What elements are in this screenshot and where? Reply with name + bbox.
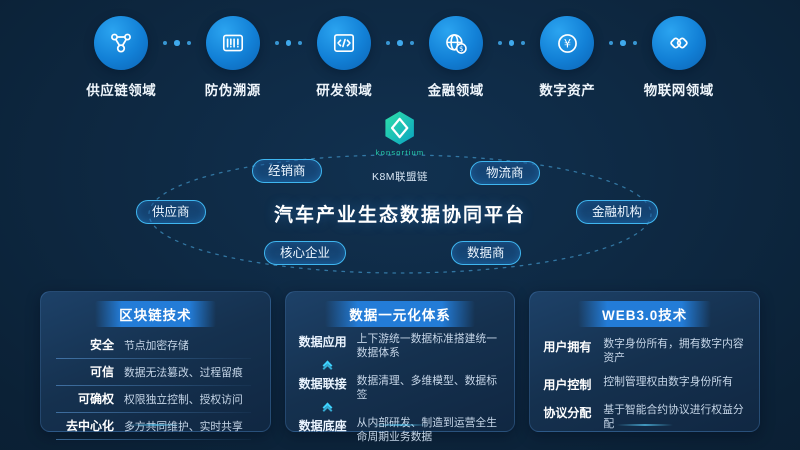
panel-data-unification: 数据一元化体系 数据应用 上下游统一数据标准搭建统一数据体系 数据联接 数据清理… bbox=[284, 291, 516, 443]
barcode-icon bbox=[205, 16, 260, 70]
konsortium-logo-mark bbox=[385, 111, 415, 145]
domain-item-finance: $ 金融领域 bbox=[410, 16, 502, 99]
layer-row: 数据底座 从内部研发、制造到运营全生命周期业务数据 bbox=[299, 416, 502, 444]
dotted-connector bbox=[497, 16, 526, 70]
code-icon bbox=[317, 16, 372, 70]
participant-pill-dealer: 经销商 bbox=[252, 159, 322, 183]
panel-body: 用户拥有 数字身份所有，拥有数字内容资产 用户控制 控制管理权由数字身份所有 协… bbox=[530, 327, 759, 436]
up-arrow-icon bbox=[299, 402, 357, 416]
feature-desc: 权限独立控制、授权访问 bbox=[124, 394, 243, 407]
feature-row: 可信 数据无法篡改、过程留痕 bbox=[54, 359, 257, 387]
chain-link-icon bbox=[651, 16, 706, 70]
layer-row: 数据应用 上下游统一数据标准搭建统一数据体系 bbox=[299, 332, 502, 360]
feature-desc: 基于智能合约协议进行权益分配 bbox=[603, 404, 744, 431]
feature-desc: 数字身份所有，拥有数字内容资产 bbox=[603, 338, 744, 365]
domain-item-digital-asset: ¥ 数字资产 bbox=[521, 16, 613, 99]
domain-item-supply-chain: 供应链领域 bbox=[75, 16, 167, 99]
yen-coin-icon: ¥ bbox=[540, 16, 595, 70]
panel-accent-line bbox=[616, 424, 673, 426]
panel-web3: WEB3.0技术 用户拥有 数字身份所有，拥有数字内容资产 用户控制 控制管理权… bbox=[529, 291, 760, 432]
feature-label: 可确权 bbox=[77, 392, 114, 407]
layer-row: 数据联接 数据清理、多维模型、数据标签 bbox=[299, 374, 502, 402]
panel-header: 数据一元化体系 bbox=[286, 301, 515, 327]
dotted-connector bbox=[609, 16, 637, 70]
participant-pill-data-provider: 数据商 bbox=[451, 241, 521, 265]
svg-text:¥: ¥ bbox=[564, 37, 571, 50]
feature-desc: 多方共同维护、实时共享 bbox=[124, 421, 243, 434]
platform-title: 汽车产业生态数据协同平台 bbox=[273, 205, 526, 226]
chain-label: K8M联盟链 bbox=[371, 171, 429, 183]
dotted-connector bbox=[274, 16, 303, 70]
panel-accent-line bbox=[127, 424, 184, 426]
panel-title: WEB3.0技术 bbox=[578, 301, 712, 327]
globe-dollar-icon: $ bbox=[428, 16, 483, 70]
feature-label: 安全 bbox=[89, 338, 114, 352]
panel-header: WEB3.0技术 bbox=[530, 301, 759, 327]
panel-title: 数据一元化体系 bbox=[325, 301, 475, 327]
domain-item-anti-counterfeit: 防伪溯源 bbox=[187, 16, 279, 99]
info-panels: 区块链技术 安全 节点加密存储 可信 数据无法篡改、过程留痕 可确权 权限独立控… bbox=[40, 291, 760, 443]
domain-icon-row: 供应链领域 防伪溯源 研发领域 bbox=[0, 16, 800, 99]
domain-label: 防伪溯源 bbox=[204, 83, 261, 98]
feature-label: 用户控制 bbox=[543, 378, 592, 393]
domain-item-iot: 物联网领域 bbox=[633, 16, 725, 99]
dotted-connector bbox=[386, 16, 414, 70]
feature-desc: 数据无法篡改、过程留痕 bbox=[124, 367, 243, 380]
participant-pill-logistics: 物流商 bbox=[470, 161, 540, 185]
layer-label: 数据底座 bbox=[298, 419, 347, 434]
layer-desc: 上下游统一数据标准搭建统一数据体系 bbox=[356, 333, 498, 360]
domain-label: 供应链领域 bbox=[86, 83, 157, 98]
konsortium-wordmark: konsortium bbox=[375, 148, 425, 157]
feature-label: 可信 bbox=[89, 365, 114, 380]
feature-row: 用户控制 控制管理权由数字身份所有 bbox=[543, 370, 746, 398]
up-arrow-icon bbox=[299, 360, 357, 374]
dotted-connector bbox=[163, 16, 191, 70]
konsortium-logo: konsortium bbox=[376, 109, 425, 157]
participant-pill-core-enterprise: 核心企业 bbox=[264, 241, 347, 265]
feature-row: 可确权 权限独立控制、授权访问 bbox=[54, 386, 257, 414]
feature-row: 协议分配 基于智能合约协议进行权益分配 bbox=[543, 398, 746, 436]
feature-label: 协议分配 bbox=[543, 406, 592, 421]
svg-text:$: $ bbox=[459, 44, 463, 52]
domain-item-rnd: 研发领域 bbox=[298, 16, 390, 99]
panel-accent-line bbox=[371, 424, 428, 426]
feature-desc: 控制管理权由数字身份所有 bbox=[603, 376, 733, 389]
feature-row: 用户拥有 数字身份所有，拥有数字内容资产 bbox=[543, 332, 746, 370]
domain-label: 研发领域 bbox=[316, 83, 373, 98]
supply-chain-icon bbox=[94, 16, 149, 70]
participant-pill-financial-institution: 金融机构 bbox=[576, 200, 659, 224]
panel-title: 区块链技术 bbox=[95, 301, 216, 327]
panel-header: 区块链技术 bbox=[41, 301, 270, 327]
feature-label: 用户拥有 bbox=[543, 340, 592, 354]
domain-label: 物联网领域 bbox=[643, 83, 714, 98]
feature-label: 去中心化 bbox=[65, 419, 114, 434]
layer-label: 数据联接 bbox=[298, 377, 347, 392]
panel-body: 数据应用 上下游统一数据标准搭建统一数据体系 数据联接 数据清理、多维模型、数据… bbox=[286, 327, 515, 444]
feature-desc: 节点加密存储 bbox=[124, 340, 189, 352]
panel-blockchain: 区块链技术 安全 节点加密存储 可信 数据无法篡改、过程留痕 可确权 权限独立控… bbox=[40, 291, 271, 441]
layer-desc: 数据清理、多维模型、数据标签 bbox=[356, 375, 498, 402]
feature-row: 去中心化 多方共同维护、实时共享 bbox=[54, 413, 257, 441]
feature-row: 安全 节点加密存储 bbox=[54, 332, 257, 360]
participant-pill-supplier: 供应商 bbox=[136, 200, 206, 224]
domain-label: 金融领域 bbox=[427, 83, 484, 98]
layer-desc: 从内部研发、制造到运营全生命周期业务数据 bbox=[356, 417, 498, 444]
layer-label: 数据应用 bbox=[298, 335, 347, 349]
domain-label: 数字资产 bbox=[539, 83, 596, 98]
